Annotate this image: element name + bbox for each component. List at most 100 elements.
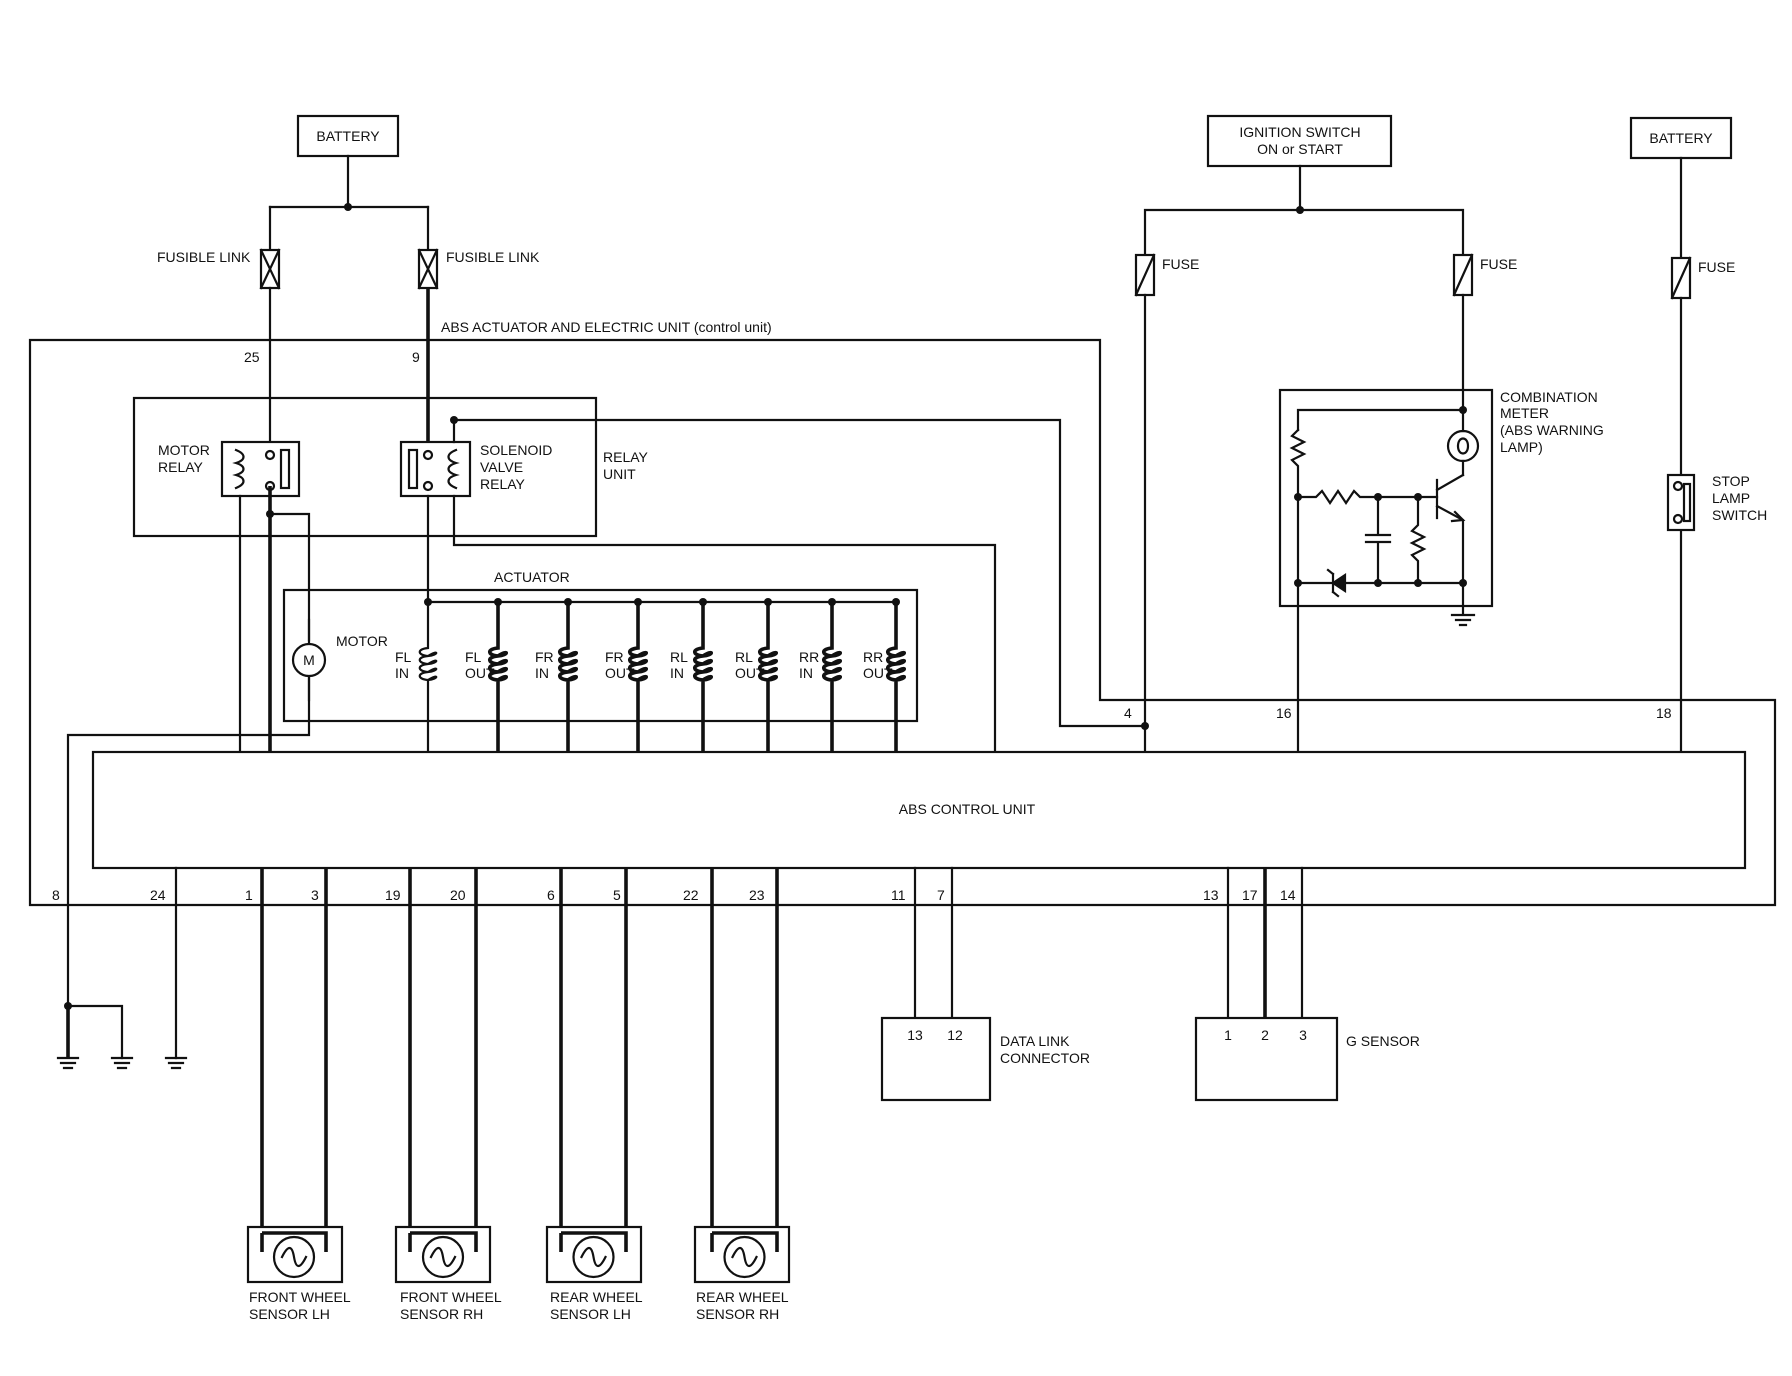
junction-dot	[450, 416, 458, 424]
rl-sensor-label-2: SENSOR LH	[550, 1306, 631, 1322]
pin-17: 17	[1242, 887, 1258, 903]
fl-sensor-label-2: SENSOR LH	[249, 1306, 330, 1322]
junction-dot	[1141, 722, 1149, 730]
junction-dot	[1296, 206, 1304, 214]
front-wheel-sensor-rh	[394, 868, 492, 1284]
dlc-pin-13: 13	[907, 1027, 923, 1043]
solenoid-label-a: FL	[465, 649, 482, 665]
g-sensor-pin-3: 3	[1299, 1027, 1307, 1043]
dlc-pin-12: 12	[947, 1027, 963, 1043]
g-sensor-box	[1194, 1016, 1339, 1102]
combination-meter-label-4: LAMP)	[1500, 439, 1543, 455]
fuse-1-label: FUSE	[1162, 256, 1199, 272]
solenoid-label-a: RL	[670, 649, 688, 665]
fusible-link-left	[259, 248, 281, 290]
data-link-connector-box	[880, 1016, 992, 1102]
fuse-2	[1452, 253, 1474, 297]
fr-sensor-label-1: FRONT WHEEL	[400, 1289, 502, 1305]
stop-lamp-label-3: SWITCH	[1712, 507, 1767, 523]
solenoid-coil-ground-wire	[452, 494, 997, 754]
ground-symbol	[164, 1056, 188, 1070]
fusible-feed-wires	[268, 205, 430, 252]
solenoid-label-a: FR	[605, 649, 624, 665]
combination-meter-label-2: METER	[1500, 405, 1549, 421]
abs-actuator-unit-label: ABS ACTUATOR AND ELECTRIC UNIT (control …	[441, 319, 772, 335]
pin-6: 6	[547, 887, 555, 903]
solenoid-label-b: IN	[670, 665, 684, 681]
data-link-wires	[913, 866, 954, 1020]
fusible-link-right-label: FUSIBLE LINK	[446, 249, 540, 265]
actuator-motor	[291, 618, 327, 702]
solenoid-label-b: OUT	[863, 665, 893, 681]
relay-unit-box	[132, 396, 598, 538]
solenoid-label-b: IN	[535, 665, 549, 681]
wheel-sensor-group	[246, 868, 791, 1284]
ignition-switch-label-2: ON or START	[1257, 141, 1343, 157]
motor-symbol: M	[303, 652, 315, 668]
stop-lamp-switch	[1666, 473, 1696, 532]
actuator-box	[282, 588, 919, 723]
solenoid-label-a: RR	[863, 649, 883, 665]
pin-18: 18	[1656, 705, 1672, 721]
solenoid-label-b: OUT	[465, 665, 495, 681]
solenoid-label-b: IN	[395, 665, 409, 681]
pin-25: 25	[244, 349, 260, 365]
pin-22: 22	[683, 887, 699, 903]
solenoid-relay-label-1: SOLENOID	[480, 442, 552, 458]
fuse-3	[1670, 256, 1692, 300]
pin-1: 1	[245, 887, 253, 903]
solenoid-label-a: FL	[395, 649, 412, 665]
motor-relay	[220, 440, 301, 498]
fusible-link-left-label: FUSIBLE LINK	[157, 249, 251, 265]
stop-lamp-label-2: LAMP	[1712, 490, 1750, 506]
g-sensor-pin-1: 1	[1224, 1027, 1232, 1043]
battery-left-label: BATTERY	[316, 128, 380, 144]
ignition-switch-label-1: IGNITION SWITCH	[1239, 124, 1360, 140]
rear-wheel-sensor-lh	[545, 868, 643, 1284]
relay-unit-label-1: RELAY	[603, 449, 649, 465]
fuse-2-label: FUSE	[1480, 256, 1517, 272]
actuator-label: ACTUATOR	[494, 569, 570, 585]
ground-symbol	[56, 1056, 80, 1070]
solenoid-label-b: OUT	[735, 665, 765, 681]
pin-3: 3	[311, 887, 319, 903]
rr-sensor-label-1: REAR WHEEL	[696, 1289, 789, 1305]
motor-relay-label-1: MOTOR	[158, 442, 210, 458]
ground-symbol	[110, 1056, 134, 1070]
g-sensor-wires	[1226, 866, 1304, 1020]
pin-4: 4	[1124, 705, 1132, 721]
battery-left-wire	[268, 154, 430, 209]
fl-sensor-label-1: FRONT WHEEL	[249, 1289, 351, 1305]
pin-11: 11	[891, 887, 906, 903]
g-sensor-label: G SENSOR	[1346, 1033, 1420, 1049]
solenoid-label-b: IN	[799, 665, 813, 681]
solenoid-label-b: OUT	[605, 665, 635, 681]
abs-control-unit-label: ABS CONTROL UNIT	[899, 801, 1036, 817]
relay-coil-feed-wire	[452, 418, 1147, 728]
solenoid-power-bus	[426, 494, 898, 604]
stop-lamp-label-1: STOP	[1712, 473, 1750, 489]
pin-24: 24	[150, 887, 166, 903]
rr-sensor-label-2: SENSOR RH	[696, 1306, 779, 1322]
pin-23: 23	[749, 887, 765, 903]
relay-unit-label-2: UNIT	[603, 466, 636, 482]
abs-control-unit-box	[91, 750, 1747, 870]
ground-wire-branch	[66, 1004, 124, 1060]
pin-9: 9	[412, 349, 420, 365]
ignition-switch-box	[1206, 114, 1393, 168]
ignition-switch-wire	[1143, 164, 1465, 257]
battery-right-label: BATTERY	[1649, 130, 1713, 146]
pin-8: 8	[52, 887, 60, 903]
pin-20: 20	[450, 887, 466, 903]
combination-meter-box	[1278, 388, 1494, 608]
fuse-1	[1134, 253, 1156, 297]
data-link-label-2: CONNECTOR	[1000, 1050, 1090, 1066]
